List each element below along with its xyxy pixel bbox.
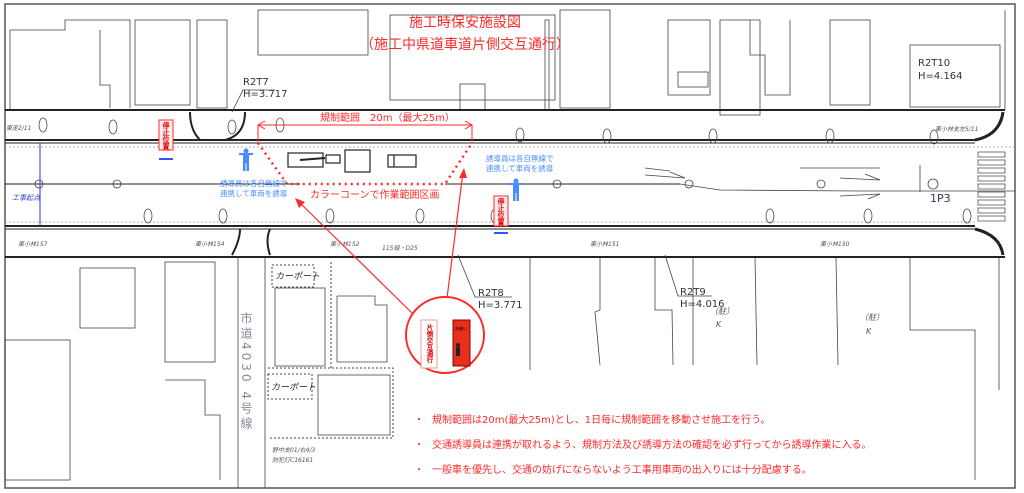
prefectural-road xyxy=(5,109,1015,258)
stop-position-sign: 停止位置 xyxy=(493,195,509,234)
please-sign: お願い xyxy=(452,319,471,367)
note-item: 規制範囲は20m(最大25m)とし、1日毎に規制範囲を移動させ施工を行う。 xyxy=(432,413,771,426)
parking-label: （駐） xyxy=(860,313,884,322)
red-sign-text: お願い xyxy=(455,325,467,331)
stop-position-label: 停止位置 xyxy=(162,121,170,151)
point-label: 1P3 xyxy=(930,192,951,205)
truck-icon xyxy=(387,154,417,168)
street-trees xyxy=(34,117,972,224)
sign-callout: 片側交互通行 お願い xyxy=(295,168,485,374)
lane-arrows xyxy=(644,165,921,200)
lot-label: 東小林152 xyxy=(330,240,360,248)
city-road-label: 市道4030 4号線 xyxy=(239,311,253,432)
benchmark-height: H=4.164 xyxy=(918,71,963,82)
excavator-icon xyxy=(287,149,371,173)
stop-position-label: 停止位置 xyxy=(497,197,505,227)
benchmark-r2t10: R2T10 H=4.164 xyxy=(918,58,963,82)
regulation-range-label: 規制範囲 20m（最大25m） xyxy=(320,111,455,124)
title-line2: （施工中県道車道片側交互通行） xyxy=(360,36,570,53)
lamp-label-line2: 防犯灯C16161 xyxy=(272,456,313,464)
benchmark-name: R2T8 xyxy=(478,288,504,299)
drawing-frame xyxy=(4,3,1016,489)
buildings-top xyxy=(9,9,1006,116)
white-sign-text: 片側交互通行 xyxy=(425,323,434,365)
traffic-guide-person-icon xyxy=(509,178,523,201)
lot-label: 115錯・D25 xyxy=(382,244,418,252)
arrowhead-icon xyxy=(459,168,467,178)
guide-text-line2: 連携して車両を誘導 xyxy=(220,188,288,198)
callout-arrow-left xyxy=(296,199,413,314)
benchmark-name: R2T10 xyxy=(918,58,950,69)
note-bullet: ・ xyxy=(414,465,424,476)
lot-label: 東小林150 xyxy=(820,240,850,248)
lot-label: 東小林157 xyxy=(18,240,48,248)
cone-label: カラーコーンで作業範囲区画 xyxy=(310,188,440,201)
parking-sub: K xyxy=(716,320,722,329)
lot-label: 東小林151 xyxy=(590,240,619,248)
benchmark-height: H=4.016 xyxy=(680,299,725,310)
color-cone-line xyxy=(256,142,474,186)
crosswalk xyxy=(977,151,1006,222)
traffic-guide-person-icon xyxy=(239,148,253,171)
note-bullet: ・ xyxy=(414,440,424,451)
note-item: 交通誘導員は連携が取れるよう、規制方法及び誘導方法の確認を必ず行ってから誘導作業… xyxy=(432,438,872,451)
carport-label: カーポート xyxy=(275,271,320,282)
lamp-label-line1: 野中支01/右4/3 xyxy=(272,446,315,454)
notes: ・ 規制範囲は20m(最大25m)とし、1日毎に規制範囲を移動させ施工を行う。 … xyxy=(414,413,872,476)
guide-text-line1: 誘導員は各自無線で xyxy=(220,178,288,188)
lower-lots xyxy=(4,257,1000,488)
benchmark-r2t7: R2T7 H=3.717 xyxy=(231,77,288,113)
arrowhead-icon xyxy=(295,198,305,208)
benchmark-height: H=3.771 xyxy=(478,300,523,311)
benchmark-name: R2T7 xyxy=(243,77,269,88)
start-point-label: 工事起点 xyxy=(12,194,41,202)
parking-sub: K xyxy=(866,327,872,336)
benchmark-r2t9: R2T9 H=4.016 xyxy=(664,254,725,310)
lot-label: 東小林支左5/11 xyxy=(935,125,978,133)
lot-label: 東小林154 xyxy=(195,240,225,248)
note-item: 一般車を優先し、交通の妨げにならないよう工事用車両の出入りには十分配慮する。 xyxy=(432,463,812,476)
benchmark-r2t8: R2T8 H=3.771 xyxy=(457,254,523,311)
regulation-dimension-line xyxy=(256,120,474,142)
one-side-alternating-traffic-sign: 片側交互通行 xyxy=(420,319,438,369)
stop-position-sign: 停止位置 xyxy=(158,119,174,160)
callout-arrow-right xyxy=(446,171,464,299)
parking-label: （駐） xyxy=(710,307,734,316)
guide-text-line1: 誘導員は各自無線で xyxy=(486,153,554,163)
note-bullet: ・ xyxy=(414,415,424,426)
carport-label: カーポート xyxy=(271,382,316,393)
lot-labels: 東小林157 東小林154 東小林152 115錯・D25 東小林151 東小林… xyxy=(6,124,978,252)
lot-label: 東走2/11 xyxy=(6,124,31,132)
title-line1: 施工時保安施設図 xyxy=(409,15,521,31)
benchmark-height: H=3.717 xyxy=(243,89,288,100)
benchmark-name: R2T9 xyxy=(680,287,706,298)
guide-text-line2: 連携して車両を誘導 xyxy=(486,163,554,173)
